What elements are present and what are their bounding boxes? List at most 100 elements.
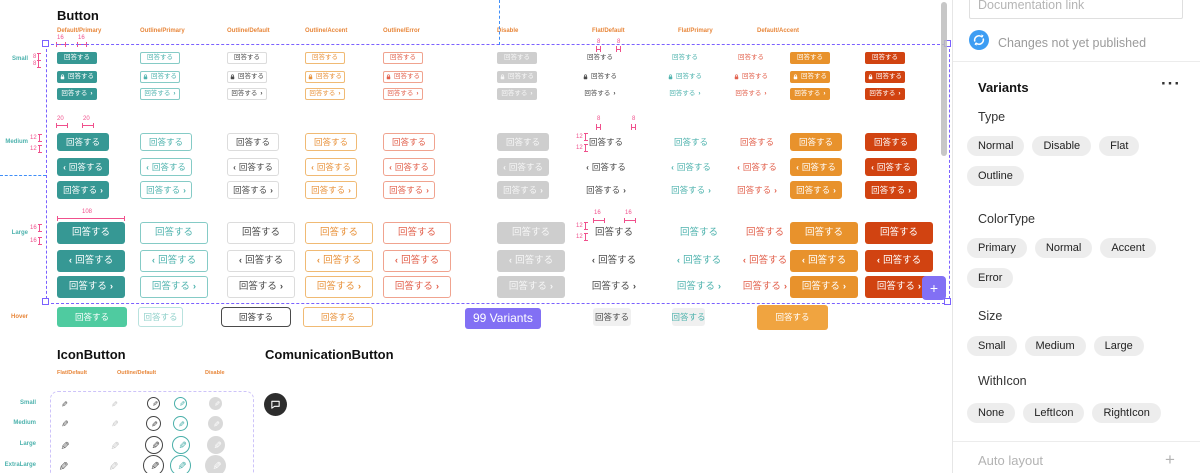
documentation-link-input[interactable] bbox=[969, 0, 1183, 19]
variant-button-medium-fill_accent-left[interactable]: ‹回答する bbox=[790, 158, 842, 176]
icon-button-plain[interactable]: ✎ bbox=[106, 416, 121, 431]
variant-button-large-outline_error-right[interactable]: 回答する› bbox=[383, 276, 451, 298]
variant-button-small-flat_primary-left[interactable]: 回答する bbox=[665, 71, 705, 83]
variant-button-small-fill_error-none[interactable]: 回答する bbox=[865, 52, 905, 64]
variant-button-medium-outline_error-right[interactable]: 回答する› bbox=[383, 181, 435, 199]
variant-button-medium-fill_primary-none[interactable]: 回答する bbox=[57, 133, 109, 151]
variant-button-small-outline_accent-left[interactable]: 回答する bbox=[305, 71, 345, 83]
variant-button-large-outline_default-none[interactable]: 回答する bbox=[227, 222, 295, 244]
more-options-icon[interactable]: ··· bbox=[1161, 74, 1181, 93]
variant-button-medium-fill_error-right[interactable]: 回答する› bbox=[865, 181, 917, 199]
variant-button-small-flat_error-none[interactable]: 回答する bbox=[731, 52, 771, 64]
variant-button-small-fill_error-right[interactable]: 回答する› bbox=[865, 88, 905, 100]
hover-button-hover_fill_primary[interactable]: 回答する bbox=[57, 307, 127, 327]
icon-button-plain[interactable]: ✎ bbox=[107, 397, 120, 410]
variant-button-medium-flat_primary-right[interactable]: 回答する› bbox=[665, 181, 717, 199]
chip-righticon[interactable]: RightIcon bbox=[1092, 403, 1161, 423]
hover-button-hover_outline_dark[interactable]: 回答する bbox=[221, 307, 291, 327]
variant-button-medium-outline_default-none[interactable]: 回答する bbox=[227, 133, 279, 151]
hover-button-hover_fill_accent[interactable]: 回答する bbox=[757, 305, 828, 330]
variant-button-medium-outline_default-right[interactable]: 回答する› bbox=[227, 181, 279, 199]
chip-disable[interactable]: Disable bbox=[1032, 136, 1092, 156]
variant-button-small-outline_primary-none[interactable]: 回答する bbox=[140, 52, 180, 64]
variant-button-large-outline_primary-left[interactable]: ‹回答する bbox=[140, 250, 208, 272]
icon-button-circle[interactable]: ✎ bbox=[143, 455, 164, 473]
chip-lefticon[interactable]: LeftIcon bbox=[1023, 403, 1085, 423]
chip-accent[interactable]: Accent bbox=[1100, 238, 1156, 258]
variant-button-medium-disable-none[interactable]: 回答する bbox=[497, 133, 549, 151]
variant-button-large-fill_error-none[interactable]: 回答する bbox=[865, 222, 933, 244]
hover-button-hover_gray_default[interactable]: 回答する bbox=[593, 308, 631, 326]
variant-button-small-outline_accent-none[interactable]: 回答する bbox=[305, 52, 345, 64]
variant-button-small-fill_primary-none[interactable]: 回答する bbox=[57, 52, 97, 64]
variant-button-medium-fill_accent-right[interactable]: 回答する› bbox=[790, 181, 842, 199]
variant-button-small-flat_default-right[interactable]: 回答する› bbox=[580, 88, 620, 100]
icon-button-circle[interactable]: ✎ bbox=[147, 397, 160, 410]
variant-button-medium-flat_error-none[interactable]: 回答する bbox=[731, 133, 783, 151]
variant-button-large-disable-none[interactable]: 回答する bbox=[497, 222, 565, 244]
variant-button-small-outline_default-left[interactable]: 回答する bbox=[227, 71, 267, 83]
variant-button-small-fill_primary-left[interactable]: 回答する bbox=[57, 71, 97, 83]
variant-button-medium-outline_default-left[interactable]: ‹回答する bbox=[227, 158, 279, 176]
variant-button-small-fill_error-left[interactable]: 回答する bbox=[865, 71, 905, 83]
variant-button-medium-outline_error-left[interactable]: ‹回答する bbox=[383, 158, 435, 176]
icon-button-plain[interactable]: ✎ bbox=[103, 455, 124, 473]
variant-button-medium-flat_primary-none[interactable]: 回答する bbox=[665, 133, 717, 151]
variant-button-large-disable-right[interactable]: 回答する› bbox=[497, 276, 565, 298]
variant-button-medium-flat_default-right[interactable]: 回答する› bbox=[580, 181, 632, 199]
chip-normal[interactable]: Normal bbox=[1034, 238, 1093, 258]
variant-button-small-outline_default-none[interactable]: 回答する bbox=[227, 52, 267, 64]
variant-button-large-outline_default-left[interactable]: ‹回答する bbox=[227, 250, 295, 272]
variant-button-large-flat_primary-right[interactable]: 回答する› bbox=[665, 276, 733, 298]
chip-none[interactable]: None bbox=[967, 403, 1016, 423]
variant-button-small-fill_primary-right[interactable]: 回答する› bbox=[57, 88, 97, 100]
icon-button-disc[interactable]: ✎ bbox=[208, 416, 223, 431]
variant-button-large-fill_accent-left[interactable]: ‹回答する bbox=[790, 250, 858, 272]
variant-button-medium-fill_primary-left[interactable]: ‹回答する bbox=[57, 158, 109, 176]
hover-button-hover_gray_primary[interactable]: 回答する bbox=[672, 308, 706, 326]
variant-button-large-fill_primary-left[interactable]: ‹回答する bbox=[57, 250, 125, 272]
icon-button-circle[interactable]: ✎ bbox=[146, 416, 161, 431]
chip-error[interactable]: Error bbox=[967, 268, 1014, 288]
icon-button-circle[interactable]: ✎ bbox=[170, 455, 191, 473]
variant-button-small-fill_accent-left[interactable]: 回答する bbox=[790, 71, 830, 83]
variant-button-medium-outline_primary-right[interactable]: 回答する› bbox=[140, 181, 192, 199]
variant-button-small-outline_default-right[interactable]: 回答する› bbox=[227, 88, 267, 100]
icon-button-plain[interactable]: ✎ bbox=[105, 436, 123, 454]
selection-handle[interactable] bbox=[944, 298, 951, 305]
variant-button-small-outline_error-right[interactable]: 回答する› bbox=[383, 88, 423, 100]
variant-button-large-outline_error-none[interactable]: 回答する bbox=[383, 222, 451, 244]
variant-button-small-outline_primary-right[interactable]: 回答する› bbox=[140, 88, 180, 100]
variant-button-medium-fill_accent-none[interactable]: 回答する bbox=[790, 133, 842, 151]
canvas-scrollbar[interactable] bbox=[941, 2, 947, 156]
variants-count-badge[interactable]: 99 Variants bbox=[465, 308, 541, 330]
icon-button-circle[interactable]: ✎ bbox=[172, 436, 190, 454]
chip-normal[interactable]: Normal bbox=[967, 136, 1025, 156]
chip-medium[interactable]: Medium bbox=[1024, 336, 1086, 356]
variant-button-small-outline_error-none[interactable]: 回答する bbox=[383, 52, 423, 64]
chip-large[interactable]: Large bbox=[1093, 336, 1144, 356]
variant-button-large-flat_error-left[interactable]: ‹回答する bbox=[731, 250, 799, 272]
variant-button-large-fill_primary-right[interactable]: 回答する› bbox=[57, 276, 125, 298]
chip-small[interactable]: Small bbox=[967, 336, 1017, 356]
variant-button-large-fill_accent-right[interactable]: 回答する› bbox=[790, 276, 858, 298]
icon-button-disc[interactable]: ✎ bbox=[207, 436, 225, 454]
variant-button-large-outline_accent-none[interactable]: 回答する bbox=[305, 222, 373, 244]
variant-button-large-fill_primary-none[interactable]: 回答する bbox=[57, 222, 125, 244]
variant-button-medium-flat_primary-left[interactable]: ‹回答する bbox=[665, 158, 717, 176]
variant-button-large-flat_default-right[interactable]: 回答する› bbox=[580, 276, 648, 298]
variant-button-medium-flat_error-right[interactable]: 回答する› bbox=[731, 181, 783, 199]
variant-button-medium-outline_error-none[interactable]: 回答する bbox=[383, 133, 435, 151]
variant-button-small-flat_primary-right[interactable]: 回答する› bbox=[665, 88, 705, 100]
add-variant-button[interactable]: + bbox=[922, 276, 946, 300]
variant-button-large-flat_default-none[interactable]: 回答する bbox=[580, 222, 648, 244]
variant-button-large-fill_accent-none[interactable]: 回答する bbox=[790, 222, 858, 244]
variant-button-medium-outline_primary-left[interactable]: ‹回答する bbox=[140, 158, 192, 176]
variant-button-small-flat_primary-none[interactable]: 回答する bbox=[665, 52, 705, 64]
variant-button-large-flat_primary-left[interactable]: ‹回答する bbox=[665, 250, 733, 272]
variant-button-small-fill_accent-none[interactable]: 回答する bbox=[790, 52, 830, 64]
variant-button-small-disable-left[interactable]: 回答する bbox=[497, 71, 537, 83]
chip-outline[interactable]: Outline bbox=[967, 166, 1024, 186]
variant-button-small-outline_primary-left[interactable]: 回答する bbox=[140, 71, 180, 83]
